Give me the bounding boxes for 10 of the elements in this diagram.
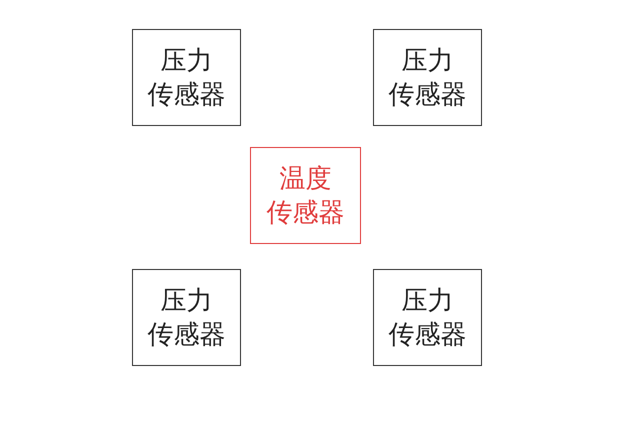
- sensor-box: [373, 269, 482, 366]
- sensor-box: [373, 29, 482, 126]
- sensor-box: [132, 29, 241, 126]
- sensor-box: [250, 147, 361, 244]
- sensor-label: 压力传感器: [388, 44, 466, 112]
- sensor-box: [132, 269, 241, 366]
- sensor-label: 压力传感器: [148, 44, 226, 112]
- sensor-label: 压力传感器: [148, 284, 226, 352]
- sensor-label: 温度传感器: [266, 162, 344, 230]
- sensor-label: 压力传感器: [388, 284, 466, 352]
